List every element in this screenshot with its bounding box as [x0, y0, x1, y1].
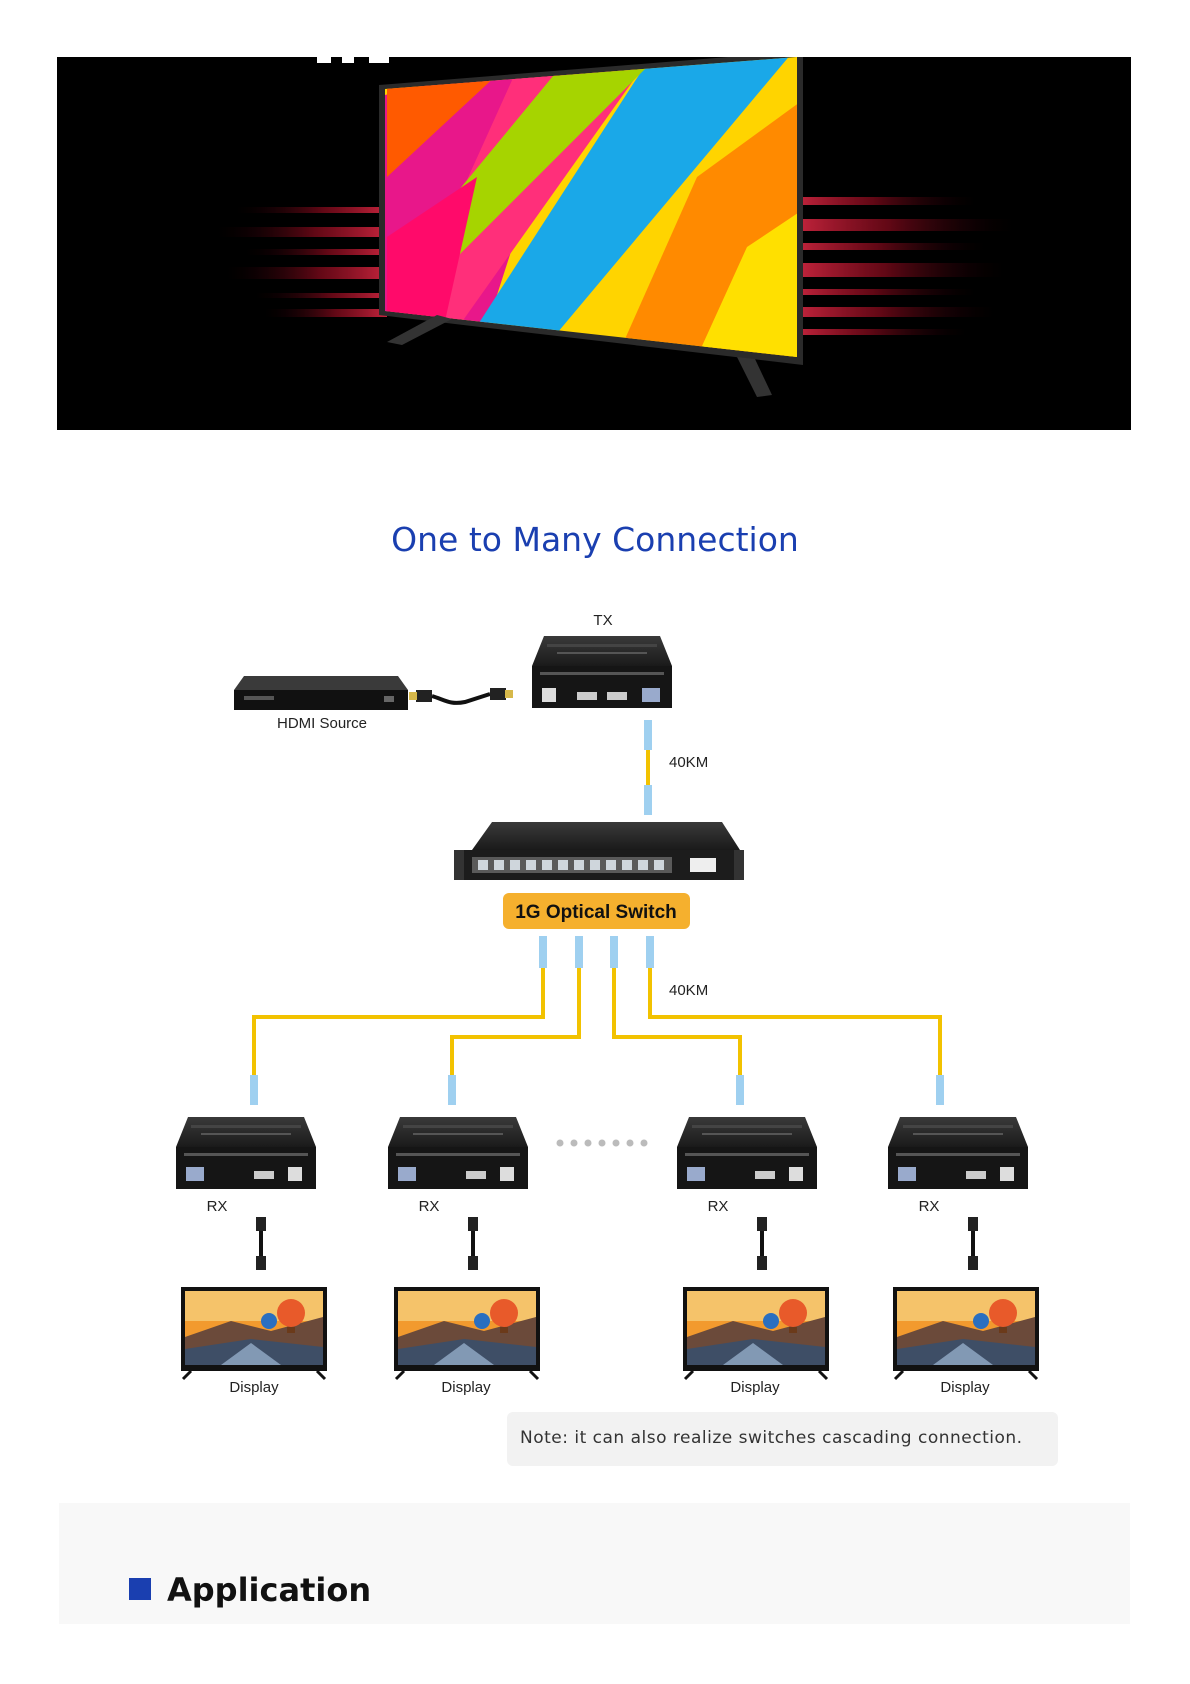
section-heading: Application	[167, 1571, 372, 1609]
hdmi-cable	[968, 1217, 978, 1270]
more-receivers-ellipsis	[556, 1139, 648, 1147]
distance-label-top: 40KM	[669, 754, 708, 771]
hero-tv-image	[57, 57, 1131, 430]
hdmi-source-device	[234, 676, 408, 710]
display-tv	[392, 1285, 542, 1381]
fiber-connectors	[250, 936, 944, 1105]
optical-switch	[454, 822, 744, 880]
display-label: Display	[441, 1379, 491, 1396]
rx-unit: RX Display	[677, 1117, 831, 1396]
note-box: Note: it can also realize switches casca…	[507, 1412, 1058, 1466]
switch-badge: 1G Optical Switch	[503, 893, 690, 929]
rx-unit: RX Display	[176, 1117, 329, 1396]
display-tv	[891, 1285, 1041, 1381]
fiber-cable-tx	[644, 720, 652, 815]
display-label: Display	[940, 1379, 990, 1396]
rx-extender	[176, 1117, 316, 1189]
rx-extender	[888, 1117, 1028, 1189]
hdmi-source-label: HDMI Source	[277, 715, 367, 732]
display-tv	[179, 1285, 329, 1381]
connection-diagram: HDMI Source TX 40KM	[176, 612, 1041, 1396]
rx-label: RX	[708, 1198, 729, 1215]
rx-label: RX	[919, 1198, 940, 1215]
distance-label-bottom: 40KM	[669, 982, 708, 999]
rx-label: RX	[207, 1198, 228, 1215]
rx-label: RX	[419, 1198, 440, 1215]
hdmi-cable	[757, 1217, 767, 1270]
application-section: Application	[59, 1503, 1130, 1624]
display-label: Display	[229, 1379, 279, 1396]
rx-extender	[388, 1117, 528, 1189]
note-text: Note: it can also realize switches casca…	[520, 1428, 1023, 1448]
hdmi-cable	[468, 1217, 478, 1270]
hdmi-cable	[409, 688, 513, 705]
rx-extender	[677, 1117, 817, 1189]
fiber-cables-rx	[252, 968, 942, 1075]
tx-label: TX	[593, 612, 612, 629]
rx-unit: RX Display	[388, 1117, 542, 1396]
diagram-title: One to Many Connection	[391, 520, 799, 559]
display-label: Display	[730, 1379, 780, 1396]
hero-banner	[57, 57, 1131, 430]
rx-unit: RX Display	[888, 1117, 1041, 1396]
tx-extender	[532, 636, 672, 708]
switch-label: 1G Optical Switch	[515, 902, 677, 923]
hdmi-cable	[256, 1217, 266, 1270]
display-tv	[681, 1285, 831, 1381]
section-marker-icon	[129, 1578, 151, 1600]
